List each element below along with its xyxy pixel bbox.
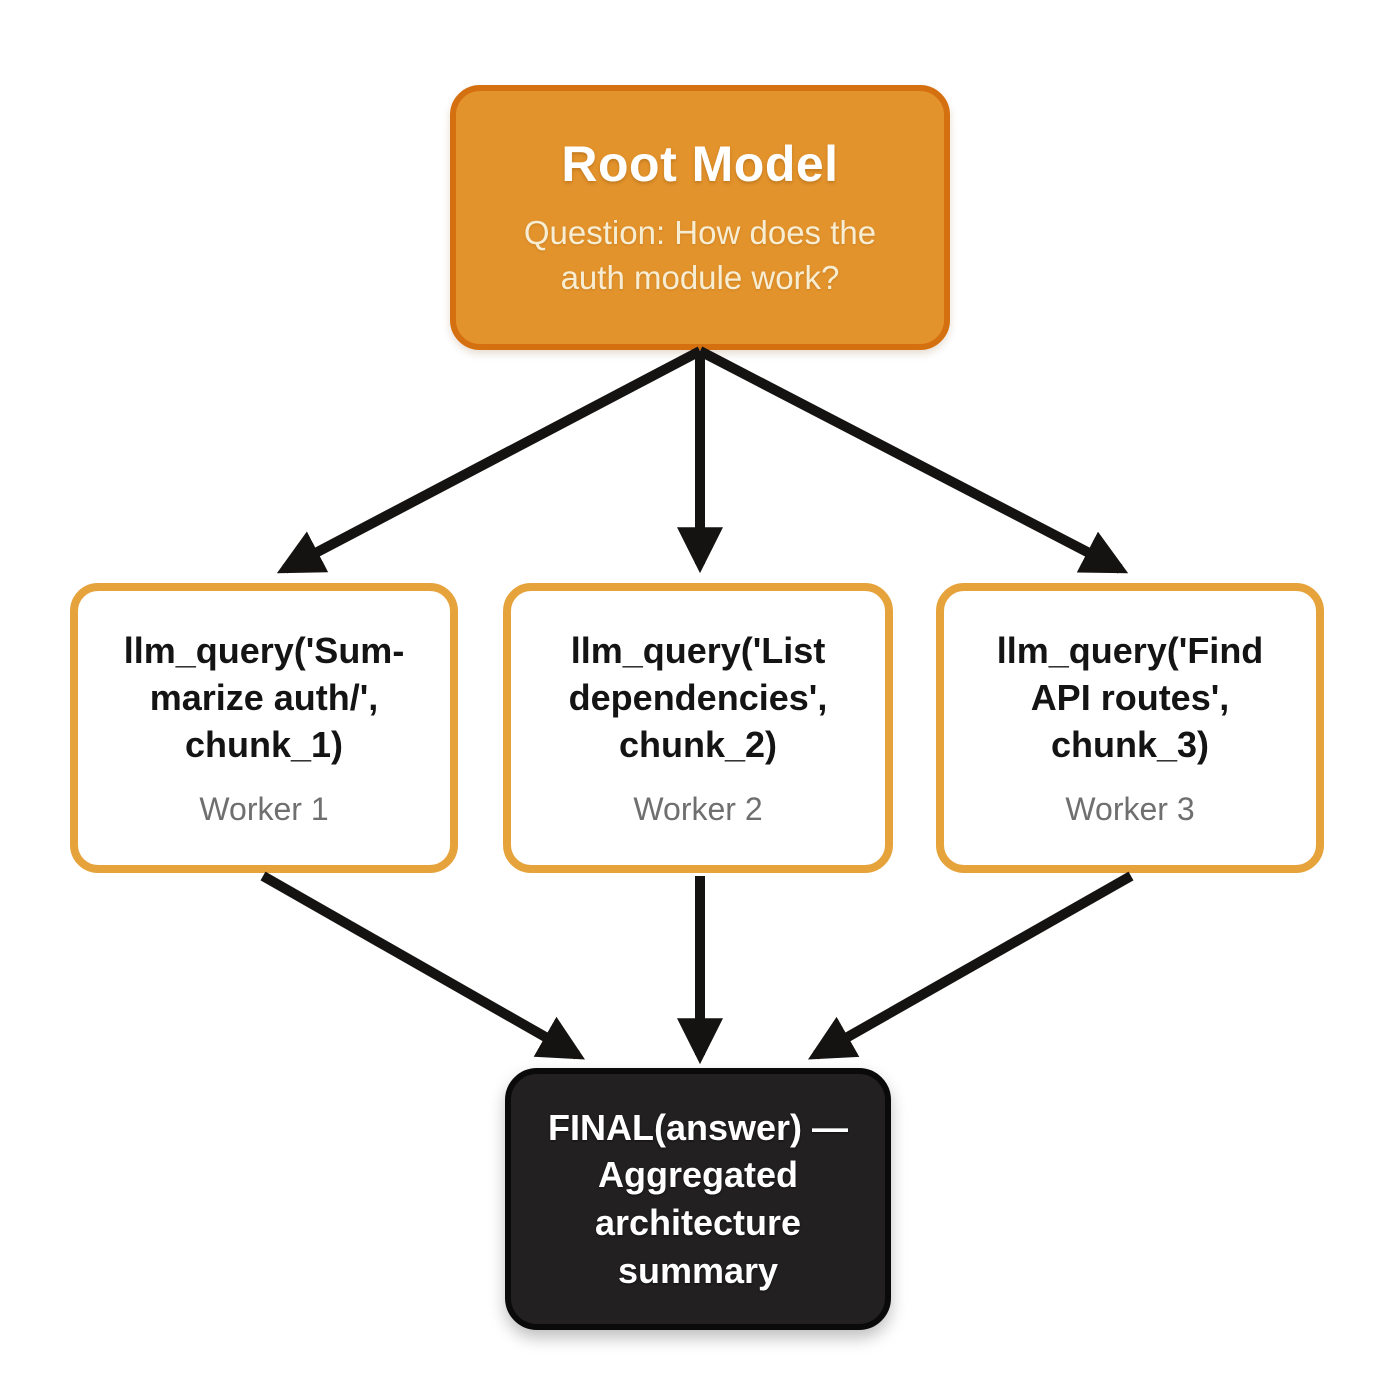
final-answer-text: FINAL(answer) — Aggregated architecture … <box>547 1106 849 1291</box>
root-model-title: Root Model <box>561 135 839 192</box>
node-root-model: Root Model Question: How does the auth m… <box>450 85 950 350</box>
root-model-question: Question: How does the auth module work? <box>523 213 877 296</box>
worker-1-query-code: llm_query('Sum- marize auth/', chunk_1) <box>123 630 405 765</box>
node-final-answer: FINAL(answer) — Aggregated architecture … <box>505 1068 891 1330</box>
edge-root-to-worker-3 <box>697 346 1129 574</box>
node-worker-1: llm_query('Sum- marize auth/', chunk_1) … <box>70 583 458 873</box>
edge-worker-3-to-final <box>808 871 1134 1060</box>
node-worker-2: llm_query('List dependencies', chunk_2) … <box>503 583 893 873</box>
worker-2-label: Worker 2 <box>633 790 763 827</box>
worker-3-query-code: llm_query('Find API routes', chunk_3) <box>996 630 1264 765</box>
worker-3-label: Worker 3 <box>1065 790 1195 827</box>
edge-worker-1-to-final <box>260 871 585 1060</box>
worker-1-label: Worker 1 <box>199 790 329 827</box>
edge-root-to-worker-1 <box>276 346 703 574</box>
node-worker-3: llm_query('Find API routes', chunk_3) Wo… <box>936 583 1324 873</box>
worker-2-query-code: llm_query('List dependencies', chunk_2) <box>568 630 828 765</box>
